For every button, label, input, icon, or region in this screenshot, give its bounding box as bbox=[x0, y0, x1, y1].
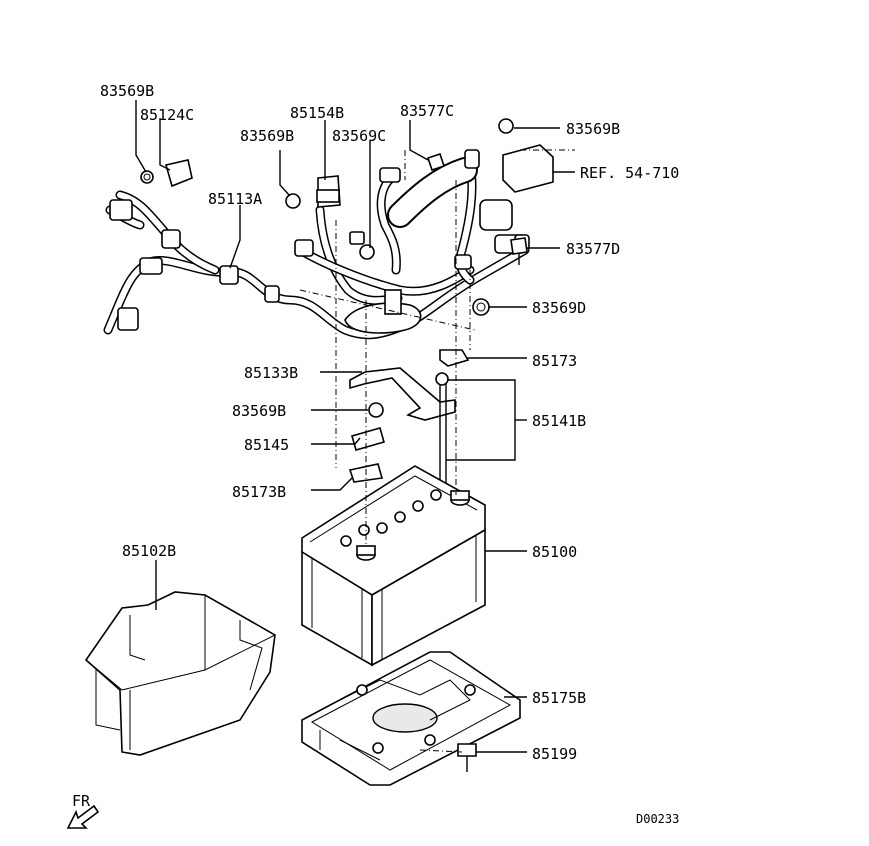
label-85173: 85173 bbox=[532, 352, 577, 370]
leader-lines bbox=[135, 100, 575, 753]
center-lines bbox=[299, 149, 575, 753]
label-85154B: 85154B bbox=[290, 104, 344, 122]
label-85113A: 85113A bbox=[208, 190, 262, 208]
battery-tray bbox=[301, 651, 521, 786]
battery-cover bbox=[84, 591, 276, 756]
label-83569B-low: 83569B bbox=[232, 402, 286, 420]
label-85175B: 85175B bbox=[532, 689, 586, 707]
label-85102B: 85102B bbox=[122, 542, 176, 560]
label-85124C: 85124C bbox=[140, 106, 194, 124]
label-83569B-mid: 83569B bbox=[240, 127, 294, 145]
label-85145: 85145 bbox=[244, 436, 289, 454]
small-hardware-upper bbox=[140, 118, 554, 316]
battery bbox=[301, 465, 486, 667]
front-direction-arrow bbox=[66, 804, 100, 829]
label-fr: FR bbox=[72, 792, 91, 810]
label-85133B: 85133B bbox=[244, 364, 298, 382]
label-85173B: 85173B bbox=[232, 483, 286, 501]
label-83569B-right: 83569B bbox=[566, 120, 620, 138]
label-ref-54-710: REF. 54-710 bbox=[580, 164, 679, 182]
label-diagram-code: D00233 bbox=[636, 812, 679, 826]
part-labels: 83569B 85124C 85154B 83577C 83569B 83569… bbox=[72, 82, 679, 826]
label-83577D: 83577D bbox=[566, 240, 620, 258]
wiring-harness bbox=[103, 149, 530, 340]
label-85199: 85199 bbox=[532, 745, 577, 763]
label-83577C: 83577C bbox=[400, 102, 454, 120]
label-83569D: 83569D bbox=[532, 299, 586, 317]
label-83569B-top: 83569B bbox=[100, 82, 154, 100]
label-83569C: 83569C bbox=[332, 127, 386, 145]
label-85100: 85100 bbox=[532, 543, 577, 561]
label-85141B: 85141B bbox=[532, 412, 586, 430]
